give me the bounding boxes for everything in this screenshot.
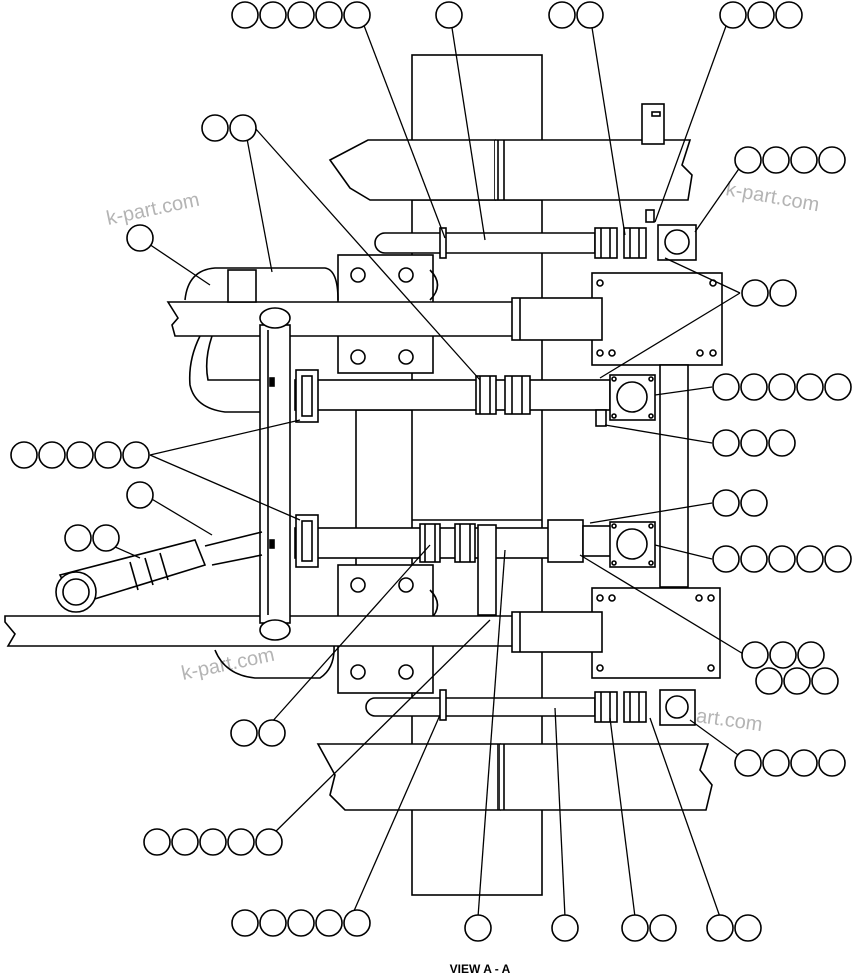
callout-bubble bbox=[768, 373, 796, 401]
watermark-2: k-part.com bbox=[724, 178, 821, 216]
callout-bubble bbox=[762, 146, 790, 174]
callout-bubble bbox=[768, 545, 796, 573]
callout-bubble bbox=[231, 909, 259, 937]
callout-bubble bbox=[10, 441, 38, 469]
right-plates bbox=[591, 272, 723, 679]
callout-bubble bbox=[64, 524, 92, 552]
lower-pipe-assembly bbox=[294, 514, 656, 616]
callout-bubble bbox=[719, 1, 747, 29]
callout-bubble bbox=[740, 545, 768, 573]
callout-bubble bbox=[712, 373, 740, 401]
callout-bubble bbox=[734, 914, 762, 942]
callout-bubble bbox=[126, 224, 154, 252]
callout-bubble bbox=[747, 1, 775, 29]
callout-bubble bbox=[762, 749, 790, 777]
callout-bubble bbox=[258, 719, 286, 747]
callout-bubble bbox=[740, 489, 768, 517]
callout-bubble bbox=[38, 441, 66, 469]
callout-bubble bbox=[621, 914, 649, 942]
callout-bubble bbox=[122, 441, 150, 469]
callout-bubble bbox=[706, 914, 734, 942]
callout-bubble bbox=[199, 828, 227, 856]
callout-bubble bbox=[769, 279, 797, 307]
callout-bubble bbox=[811, 667, 839, 695]
callout-bubble bbox=[343, 909, 371, 937]
callout-bubble bbox=[649, 914, 677, 942]
callout-bubble bbox=[741, 279, 769, 307]
callout-bubble bbox=[435, 1, 463, 29]
callout-bubble bbox=[768, 429, 796, 457]
callout-bubble bbox=[255, 828, 283, 856]
bottom-cross-member bbox=[316, 743, 713, 811]
watermark-1: k-part.com bbox=[104, 189, 201, 230]
diagonal-hose bbox=[55, 531, 263, 613]
top-tube bbox=[374, 209, 697, 261]
callout-bubble bbox=[740, 373, 768, 401]
callout-bubble bbox=[741, 641, 769, 669]
callout-bubble bbox=[734, 749, 762, 777]
callout-bubble bbox=[796, 545, 824, 573]
callout-bubble bbox=[796, 373, 824, 401]
callout-bubble bbox=[94, 441, 122, 469]
callout-bubble bbox=[824, 373, 852, 401]
view-caption: VIEW A - A bbox=[449, 962, 511, 976]
callout-bubble bbox=[259, 909, 287, 937]
callout-bubble bbox=[171, 828, 199, 856]
bottom-tube bbox=[365, 689, 696, 726]
callout-bubble bbox=[92, 524, 120, 552]
callout-bubbles bbox=[10, 1, 852, 942]
callout-bubble bbox=[818, 749, 846, 777]
callout-bubble bbox=[66, 441, 94, 469]
callout-bubble bbox=[783, 667, 811, 695]
left-housing bbox=[184, 267, 339, 679]
callout-bubble bbox=[790, 749, 818, 777]
callout-bubble bbox=[755, 667, 783, 695]
callout-bubble bbox=[126, 481, 154, 509]
callout-bubble bbox=[712, 489, 740, 517]
leader-lines bbox=[94, 14, 746, 921]
callout-bubble bbox=[740, 429, 768, 457]
callout-bubble bbox=[790, 146, 818, 174]
callout-bubble bbox=[287, 1, 315, 29]
callout-bubble bbox=[231, 1, 259, 29]
callout-bubble bbox=[769, 641, 797, 669]
callout-bubble bbox=[229, 114, 257, 142]
callout-bubble bbox=[797, 641, 825, 669]
callout-bubble bbox=[143, 828, 171, 856]
callout-bubble bbox=[201, 114, 229, 142]
callout-bubble bbox=[734, 146, 762, 174]
callout-bubble bbox=[576, 1, 604, 29]
callout-bubble bbox=[775, 1, 803, 29]
callout-bubble bbox=[712, 545, 740, 573]
callout-bubble bbox=[343, 1, 371, 29]
callout-bubble bbox=[287, 909, 315, 937]
callout-bubble bbox=[259, 1, 287, 29]
callout-bubble bbox=[230, 719, 258, 747]
top-cross-member bbox=[328, 103, 693, 201]
callout-bubble bbox=[824, 545, 852, 573]
callout-bubble bbox=[315, 909, 343, 937]
callout-bubble bbox=[712, 429, 740, 457]
callout-bubble bbox=[551, 914, 579, 942]
callout-bubble bbox=[227, 828, 255, 856]
callout-bubble bbox=[464, 914, 492, 942]
callout-bubble bbox=[818, 146, 846, 174]
upper-pipe-assembly bbox=[294, 369, 656, 427]
callout-bubble bbox=[548, 1, 576, 29]
left-vertical-pipe bbox=[259, 307, 291, 641]
callout-bubble bbox=[315, 1, 343, 29]
